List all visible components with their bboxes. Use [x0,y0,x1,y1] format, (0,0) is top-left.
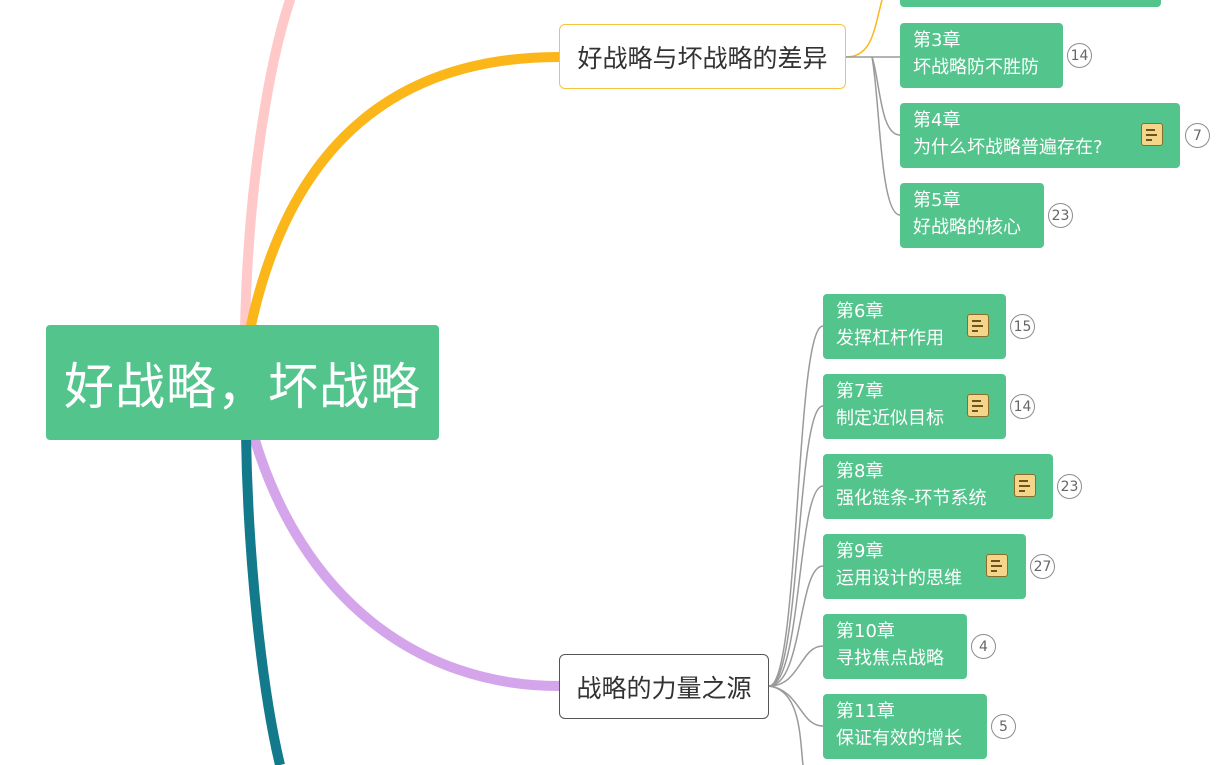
topic-count-badge[interactable]: 27 [1030,554,1055,579]
topic-count-badge[interactable]: 14 [1010,394,1035,419]
branch-topic-differences[interactable]: 好战略与坏战略的差异 [559,24,846,89]
connector-chapter-9 [768,565,824,687]
note-icon[interactable] [967,314,989,337]
chapter-node-7[interactable]: 第7章 制定近似目标 [823,374,1006,439]
chapter-number: 第5章 [913,190,961,211]
root-topic[interactable]: 好战略，坏战略 [46,325,439,440]
chapter-title: 保证有效的增长 [836,728,962,749]
branch-line-pink [240,0,295,335]
chapter-node-partial[interactable] [900,0,1161,7]
note-icon[interactable] [967,394,989,417]
chapter-number: 第11章 [836,701,895,722]
note-icon[interactable] [1141,123,1163,146]
branch-line-purple [247,428,560,691]
note-icon[interactable] [986,554,1008,577]
chapter-node-8[interactable]: 第8章 强化链条-环节系统 [823,454,1053,519]
branch-line-orange [245,52,560,332]
connector-chapter-7 [768,405,824,687]
chapter-number: 第8章 [836,461,884,482]
topic-count-badge[interactable]: 23 [1048,203,1073,228]
connector-chapter-10 [768,645,824,687]
chapter-node-9[interactable]: 第9章 运用设计的思维 [823,534,1026,599]
chapter-number: 第9章 [836,541,884,562]
chapter-node-11[interactable]: 第11章 保证有效的增长 [823,694,987,759]
connector-chapter-5 [871,56,901,216]
chapter-node-10[interactable]: 第10章 寻找焦点战略 [823,614,967,679]
chapter-number: 第6章 [836,301,884,322]
branch-line-teal [241,434,285,765]
chapter-number: 第3章 [913,30,961,51]
chapter-node-5[interactable]: 第5章 好战略的核心 [900,183,1044,248]
topic-count-badge[interactable]: 4 [971,634,996,659]
chapter-title: 好战略的核心 [913,217,1021,238]
topic-count-badge[interactable]: 14 [1067,43,1092,68]
connector-chapter-4 [871,56,901,136]
chapter-title: 运用设计的思维 [836,568,962,589]
chapter-number: 第7章 [836,381,884,402]
topic-count-badge[interactable]: 5 [991,714,1016,739]
topic-count-badge[interactable]: 15 [1010,314,1035,339]
chapter-title: 发挥杠杆作用 [836,328,944,349]
chapter-title: 坏战略防不胜防 [913,57,1039,78]
chapter-number: 第4章 [913,110,961,131]
chapter-title: 寻找焦点战略 [836,648,944,669]
chapter-title: 强化链条-环节系统 [836,488,987,509]
topic-count-badge[interactable]: 23 [1057,474,1082,499]
note-icon[interactable] [1014,474,1036,497]
connector-offscreen [768,685,804,765]
chapter-node-3[interactable]: 第3章 坏战略防不胜防 [900,23,1063,88]
connector-chapter-8 [768,485,824,687]
connector-chapter-2 [845,0,883,58]
chapter-node-6[interactable]: 第6章 发挥杠杆作用 [823,294,1006,359]
chapter-number: 第10章 [836,621,895,642]
chapter-title: 为什么坏战略普遍存在? [913,137,1103,158]
chapter-node-4[interactable]: 第4章 为什么坏战略普遍存在? [900,103,1180,168]
topic-count-badge[interactable]: 7 [1185,123,1210,148]
connector-chapter-6 [768,325,824,687]
chapter-title: 制定近似目标 [836,408,944,429]
connector-chapter-11 [768,685,824,727]
branch-topic-power-source[interactable]: 战略的力量之源 [559,654,769,719]
